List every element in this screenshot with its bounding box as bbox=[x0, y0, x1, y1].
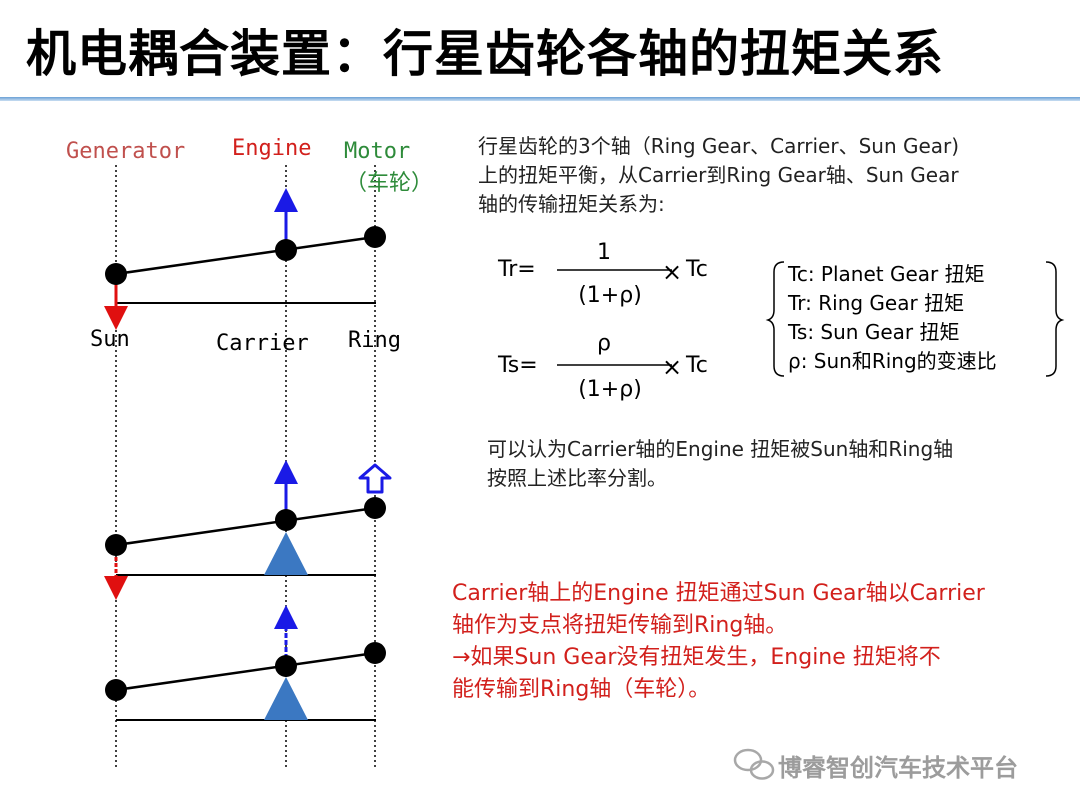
red-note-line: 能传输到Ring轴（车轮）。 bbox=[452, 677, 711, 702]
description-line: 行星齿轮的3个轴（Ring Gear、Carrier、Sun Gear) bbox=[478, 134, 960, 158]
ring-output-arrow bbox=[358, 463, 392, 494]
engine-label: Engine bbox=[232, 136, 311, 161]
carrier-node-2 bbox=[275, 509, 297, 531]
red-note-line: →如果Sun Gear没有扭矩发生，Engine 扭矩将不 bbox=[452, 645, 941, 670]
red-note-line: 轴作为支点将扭矩传输到Ring轴。 bbox=[452, 613, 788, 638]
generator-label: Generator bbox=[66, 139, 185, 164]
torque-split-note: 可以认为Carrier轴的Engine 扭矩被Sun轴和Ring轴 按照上述比率… bbox=[487, 435, 953, 493]
carrier-node-1 bbox=[275, 239, 297, 261]
carrier-label: Carrier bbox=[216, 331, 309, 356]
lever-3 bbox=[115, 651, 376, 692]
lever-1 bbox=[115, 235, 376, 276]
lever-2 bbox=[115, 506, 376, 547]
description-text: 行星齿轮的3个轴（Ring Gear、Carrier、Sun Gear) 上的扭… bbox=[478, 132, 959, 219]
tr-numerator: 1 bbox=[597, 240, 611, 265]
legend-item: Tr: Ring Gear 扭矩 bbox=[788, 291, 965, 315]
legend-item: Tc: Planet Gear 扭矩 bbox=[788, 262, 985, 286]
motor-sub-label: （车轮） bbox=[345, 171, 433, 196]
description-line: 轴的传输扭矩关系为: bbox=[478, 192, 665, 216]
sun-node-2 bbox=[105, 534, 127, 556]
legend-item: ρ: Sun和Ring的变速比 bbox=[788, 349, 997, 373]
description-line: 上的扭矩平衡，从Carrier到Ring Gear轴、Sun Gear bbox=[478, 163, 959, 187]
lever-diagram-3 bbox=[105, 605, 386, 721]
ring-node-2 bbox=[364, 497, 386, 519]
lever-diagram-2 bbox=[104, 460, 392, 600]
note-line: 可以认为Carrier轴的Engine 扭矩被Sun轴和Ring轴 bbox=[487, 437, 954, 461]
tr-rhs: Tc bbox=[686, 257, 708, 282]
red-explanation: Carrier轴上的Engine 扭矩通过Sun Gear轴以Carrier 轴… bbox=[452, 578, 985, 706]
title-divider bbox=[0, 97, 1080, 101]
ts-rhs: Tc bbox=[686, 353, 708, 378]
watermark-text: 博睿智创汽车技术平台 bbox=[778, 754, 1018, 782]
ring-node-1 bbox=[364, 226, 386, 248]
wechat-icon bbox=[733, 748, 775, 780]
motor-label: Motor bbox=[344, 139, 410, 164]
red-note-line: Carrier轴上的Engine 扭矩通过Sun Gear轴以Carrier bbox=[452, 581, 985, 606]
symbol-legend: Tc: Planet Gear 扭矩 Tr: Ring Gear 扭矩 Ts: … bbox=[788, 260, 997, 376]
tr-multiply-sign: × bbox=[662, 258, 682, 286]
carrier-node-3 bbox=[275, 655, 297, 677]
ring-label: Ring bbox=[348, 328, 401, 353]
sun-label: Sun bbox=[90, 327, 130, 352]
ring-node-3 bbox=[364, 642, 386, 664]
fulcrum-triangle-2 bbox=[264, 532, 308, 575]
ts-multiply-sign: × bbox=[662, 353, 682, 381]
tr-lhs: Tr= bbox=[498, 257, 536, 282]
sun-node-1 bbox=[105, 263, 127, 285]
sun-node-3 bbox=[105, 679, 127, 701]
page-title: 机电耦合装置：行星齿轮各轴的扭矩关系 bbox=[26, 25, 944, 83]
legend-right-bracket bbox=[1045, 261, 1065, 377]
lever-diagram-1 bbox=[104, 188, 386, 330]
legend-left-bracket bbox=[765, 261, 785, 377]
ts-denominator: (1+ρ) bbox=[578, 377, 642, 402]
note-line: 按照上述比率分割。 bbox=[487, 466, 667, 490]
ts-lhs: Ts= bbox=[498, 353, 538, 378]
fulcrum-triangle-3 bbox=[264, 677, 308, 720]
legend-item: Ts: Sun Gear 扭矩 bbox=[788, 320, 960, 344]
tr-denominator: (1+ρ) bbox=[578, 283, 642, 308]
ts-numerator: ρ bbox=[597, 331, 611, 356]
